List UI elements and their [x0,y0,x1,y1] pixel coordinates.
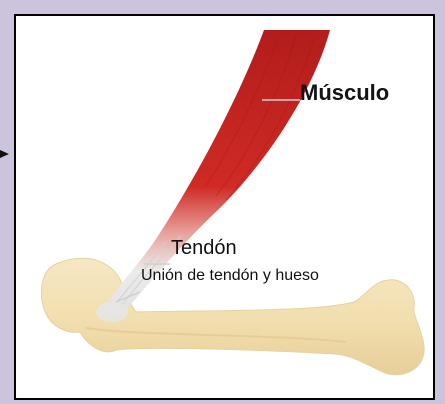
label-tendon-bone-junction: Unión de tendón y hueso [141,267,319,285]
diagram-frame [14,14,435,400]
arrow-tip [0,147,14,161]
muscle-tendon-bone-illustration [16,16,433,398]
tendon-bone-junction [96,302,128,322]
label-tendon: Tendón [171,237,237,260]
label-muscle: Músculo [300,80,389,106]
